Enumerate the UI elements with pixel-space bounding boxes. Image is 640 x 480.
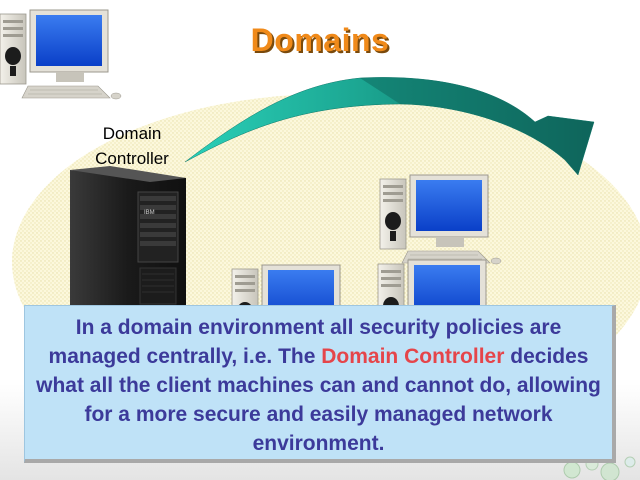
label-line-2: Controller xyxy=(95,149,169,168)
server-tower-icon: IBM xyxy=(70,166,186,305)
explanation-text-start: In a domain environment all security pol… xyxy=(48,316,562,368)
domain-controller-label: Domain Controller xyxy=(80,121,184,171)
explanation-box: In a domain environment all security pol… xyxy=(24,305,616,463)
explanation-text-end: decides what all the client machines can… xyxy=(36,345,601,455)
slide-title: Domains xyxy=(250,22,390,58)
server-brand-logo: IBM xyxy=(144,210,155,216)
explanation-highlight: Domain Controller xyxy=(321,345,505,368)
label-line-1: Domain xyxy=(102,124,162,143)
